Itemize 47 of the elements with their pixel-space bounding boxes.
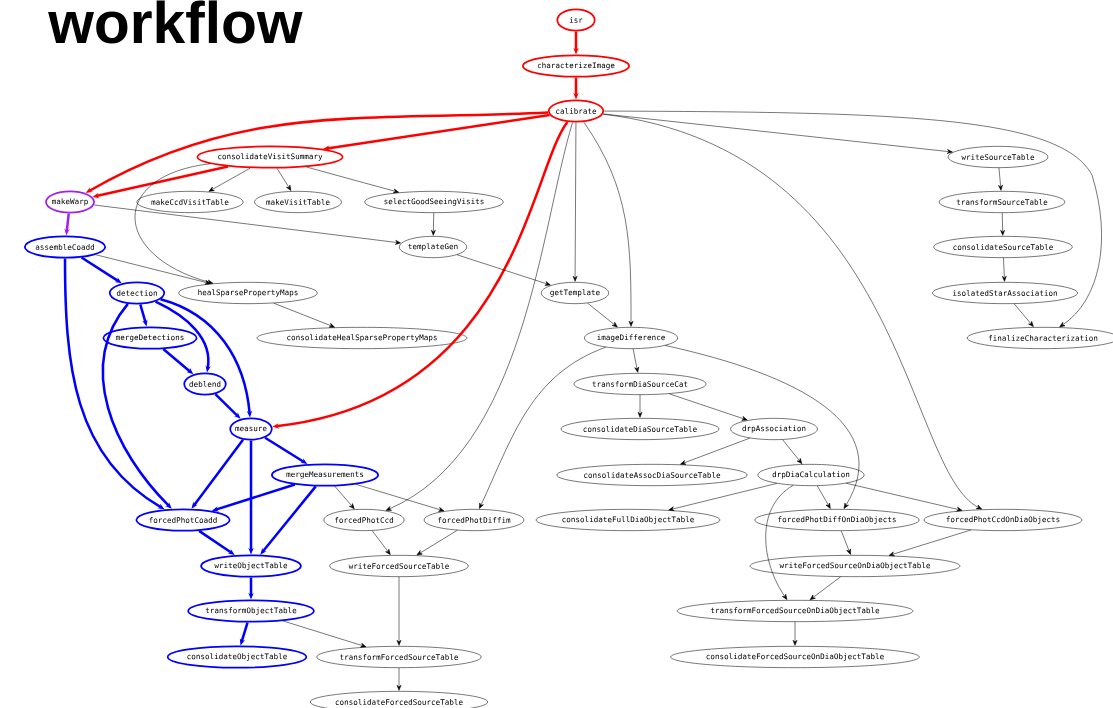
arrow — [95, 254, 211, 285]
arrow — [334, 486, 355, 510]
arrow — [431, 212, 436, 236]
arrow — [603, 110, 1102, 328]
arrow — [208, 167, 251, 192]
arrow — [637, 394, 643, 418]
arrow — [416, 530, 458, 556]
arrow — [998, 167, 1003, 191]
arrow — [680, 437, 751, 465]
arrow — [587, 302, 618, 328]
title: workflow — [48, 0, 303, 44]
arrow — [765, 485, 794, 600]
arrow — [809, 576, 841, 600]
arrow — [841, 530, 851, 555]
arrow — [273, 302, 335, 328]
arrow — [214, 393, 241, 419]
arrow — [456, 254, 551, 286]
arrow — [355, 484, 445, 512]
arrow — [306, 166, 399, 194]
arrow — [817, 485, 831, 509]
arrow — [396, 667, 402, 691]
arrow — [276, 168, 292, 191]
arrow — [632, 348, 640, 373]
arrow — [101, 303, 172, 509]
arrow — [664, 345, 860, 509]
arrow — [668, 393, 748, 421]
arrow — [1001, 257, 1007, 282]
arrow — [602, 113, 953, 154]
arrow — [602, 113, 982, 510]
arrow — [93, 204, 401, 245]
arrow — [80, 256, 122, 284]
arrow — [845, 482, 963, 512]
arrow — [385, 122, 573, 511]
arrow — [888, 529, 972, 557]
arrow — [668, 483, 778, 511]
arrow — [583, 121, 634, 327]
arrow — [260, 485, 317, 555]
arrow — [1013, 303, 1034, 327]
arrow — [282, 620, 367, 648]
arrow — [134, 163, 214, 285]
arrow — [792, 621, 798, 646]
arrow — [782, 439, 803, 464]
arrow — [371, 530, 391, 555]
arrow — [396, 576, 402, 646]
arrow — [572, 122, 578, 282]
arrow — [479, 346, 606, 509]
arrow — [1000, 212, 1005, 236]
